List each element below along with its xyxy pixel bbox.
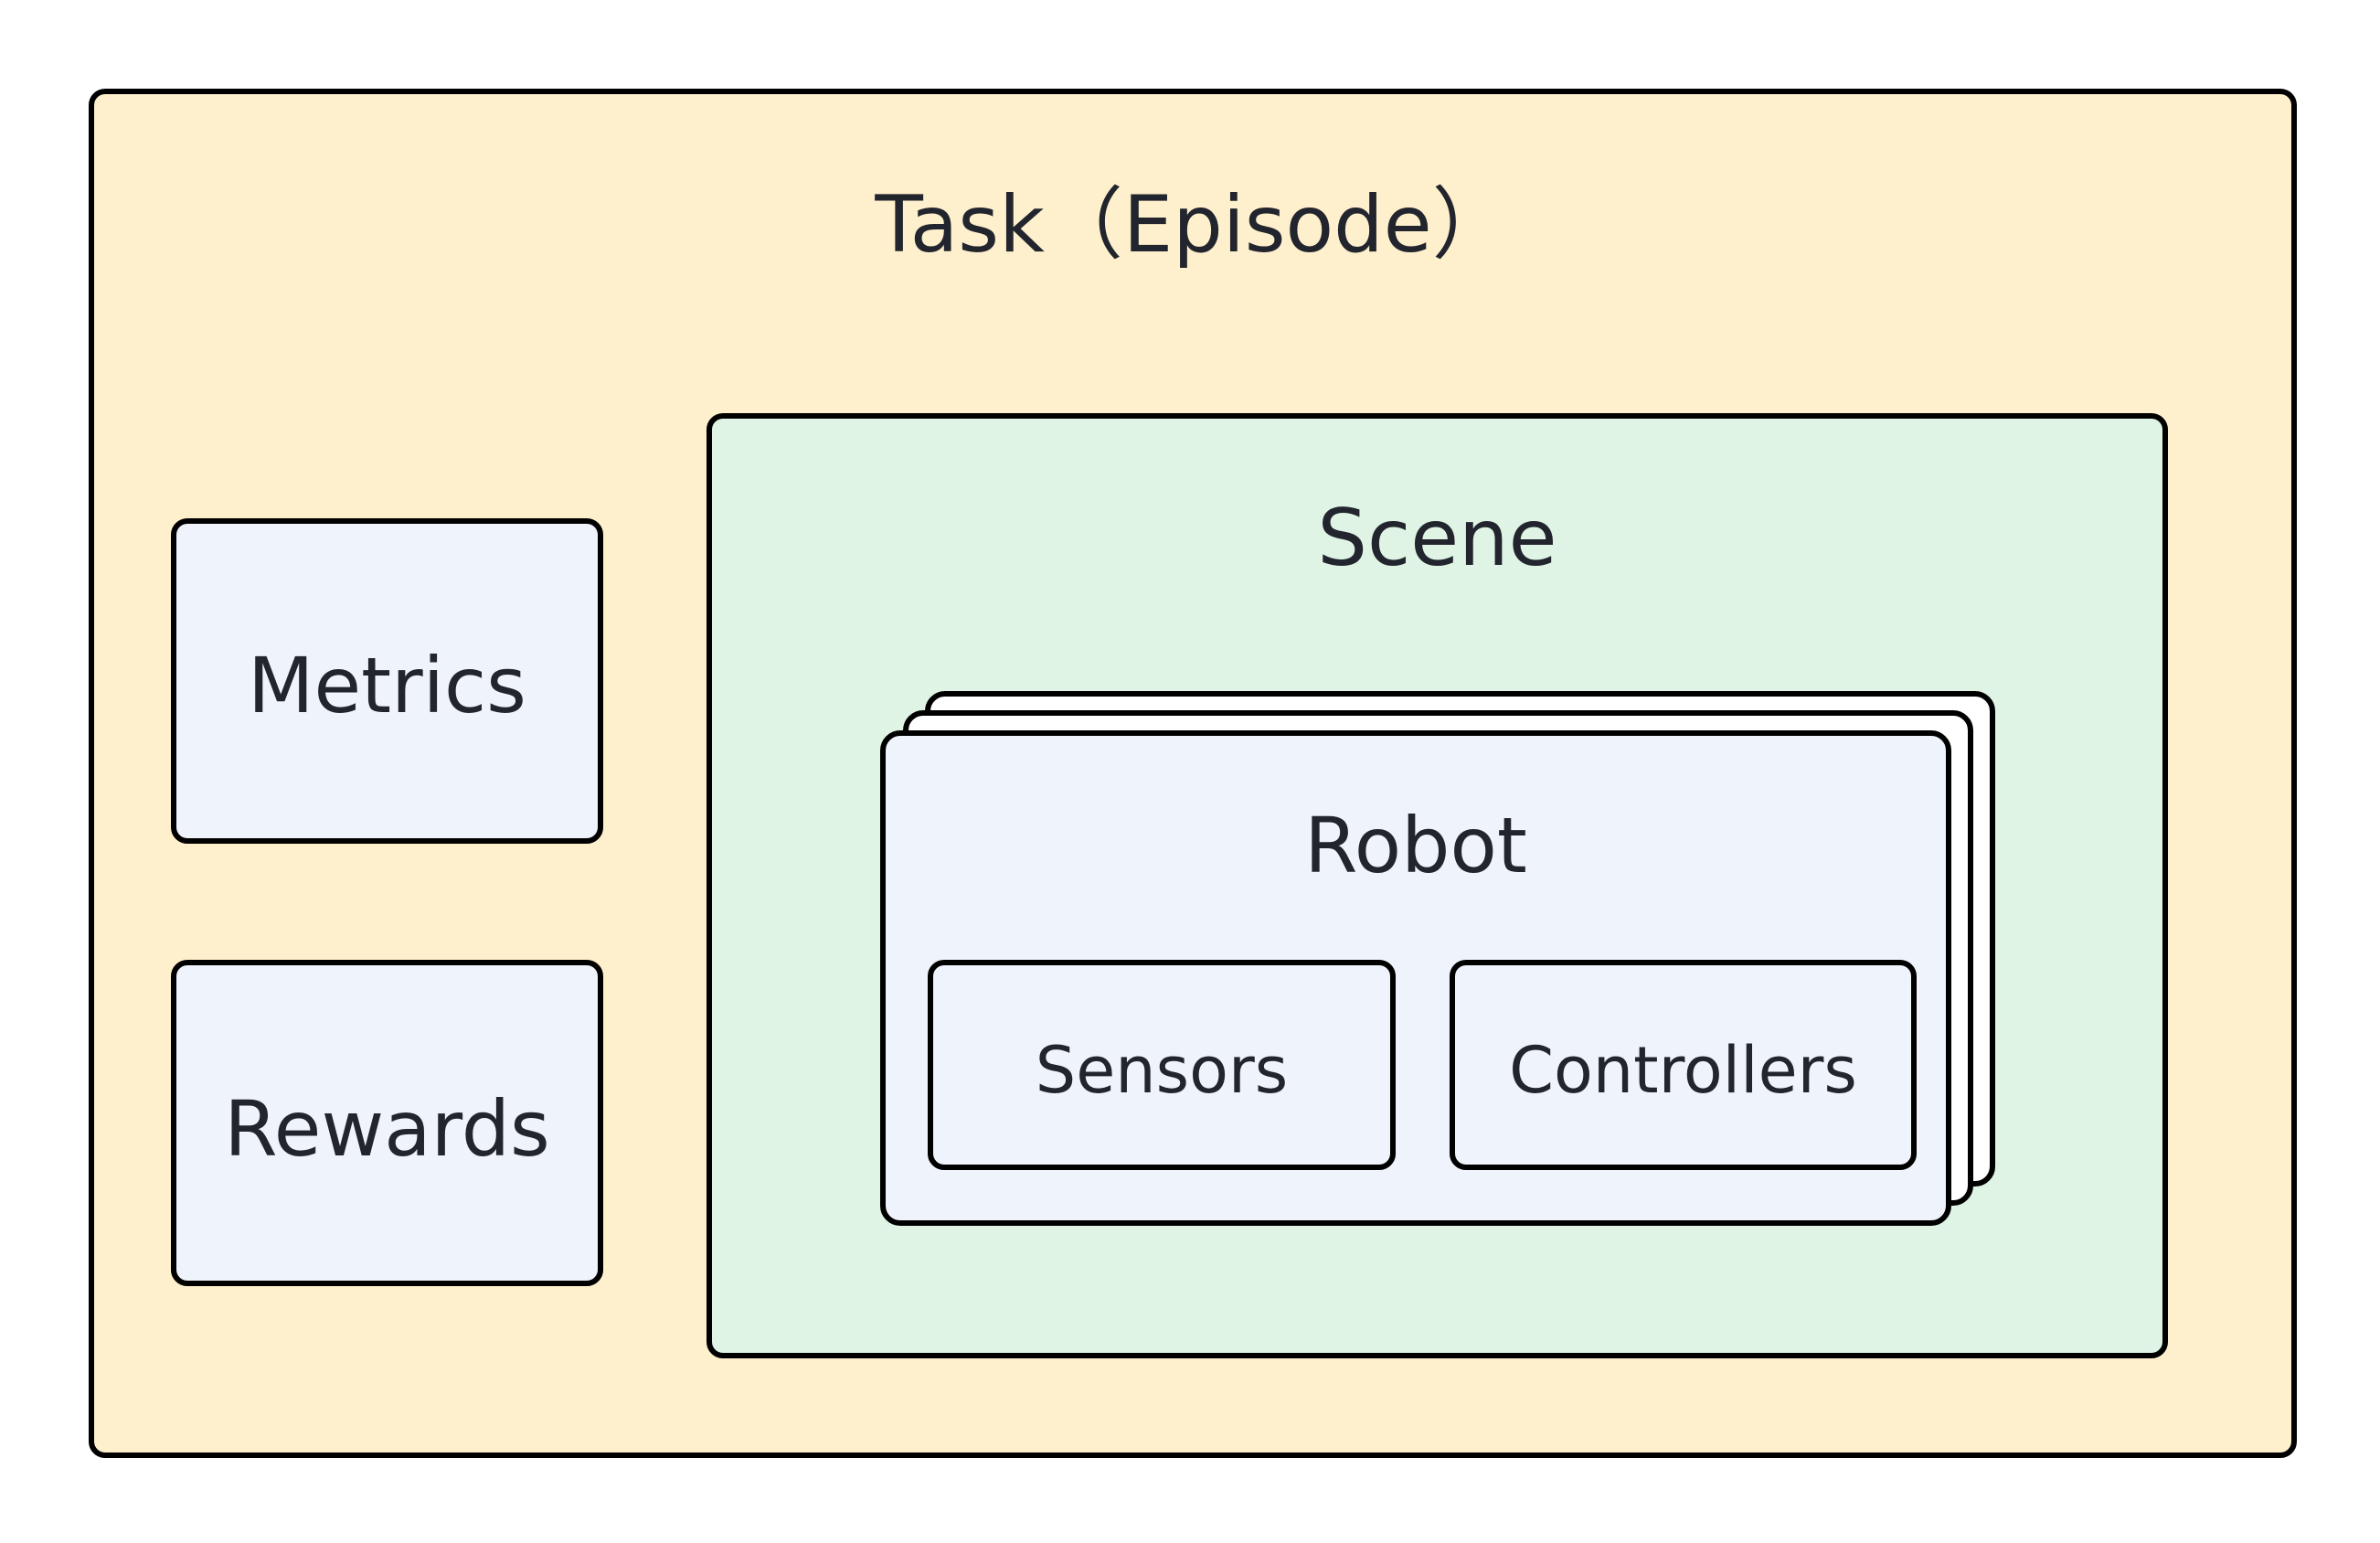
rewards-label: Rewards	[224, 1084, 550, 1174]
rewards-box: Rewards	[171, 960, 603, 1286]
sensors-box: Sensors	[928, 960, 1396, 1170]
scene-label: Scene	[1317, 493, 1557, 584]
controllers-box: Controllers	[1450, 960, 1917, 1170]
metrics-label: Metrics	[248, 641, 526, 730]
robot-box: Robot Sensors Controllers	[880, 730, 1951, 1226]
metrics-box: Metrics	[171, 518, 603, 844]
task-label: Task（Episode）	[875, 179, 1511, 271]
sensors-label: Sensors	[1035, 1033, 1289, 1108]
robot-label: Robot	[1304, 801, 1527, 890]
controllers-label: Controllers	[1509, 1033, 1857, 1108]
